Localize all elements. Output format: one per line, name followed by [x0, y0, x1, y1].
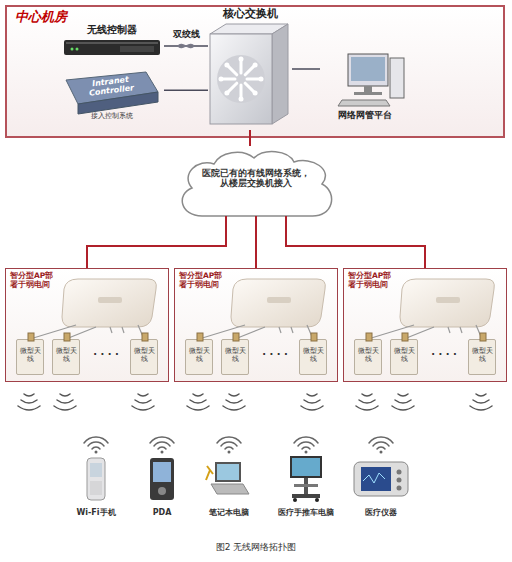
terminal-device: 医疗手推车电脑 — [266, 436, 346, 532]
antenna-box: 微型天线 — [185, 339, 213, 375]
dev-art — [348, 436, 414, 532]
terminal-device: Wi-Fi手机 — [66, 436, 126, 532]
node-label: 微型天线 — [131, 347, 157, 363]
ellipsis-label: · · · · — [424, 349, 464, 361]
ap-zone-box: 智分型AP部署于弱电间微型天线微型天线微型天线· · · · — [174, 268, 338, 382]
antenna-box: 微型天线 — [299, 339, 327, 375]
node-label: 智分型AP部署于弱电间 — [179, 272, 229, 289]
network-cloud: 医院已有的有线网络系统，从楼层交换机接入 — [172, 146, 340, 218]
node-label: 微型天线 — [355, 347, 381, 363]
node-label: 微型天线 — [17, 347, 43, 363]
node-label: 微型天线 — [186, 347, 212, 363]
ellipsis-label: · · · · — [255, 349, 295, 361]
sw-art — [208, 8, 292, 130]
management-pc: 网络网管平台 — [320, 50, 410, 128]
node-label: 笔记本电脑 — [196, 508, 262, 517]
terminal-device: 笔记本电脑 — [196, 436, 262, 532]
terminal-device: PDA — [132, 436, 192, 532]
node-label: 微型天线 — [469, 347, 495, 363]
antenna-box: 微型天线 — [52, 339, 80, 375]
terminal-device: 医疗仪器 — [348, 436, 414, 532]
node-label: 核心交换机 — [208, 8, 292, 21]
node-label: 微型天线 — [53, 347, 79, 363]
dev-art — [132, 436, 192, 532]
connector-line — [286, 216, 425, 268]
node-label: PDA — [132, 508, 192, 517]
antenna-box: 微型天线 — [390, 339, 418, 375]
antenna-box: 微型天线 — [354, 339, 382, 375]
node-label: 微型天线 — [391, 347, 417, 363]
node-label: 医疗仪器 — [348, 508, 414, 517]
edge-label: 双绞线 — [162, 29, 210, 39]
node-label: 微型天线 — [222, 347, 248, 363]
antenna-box: 微型天线 — [130, 339, 158, 375]
connector-line — [255, 216, 257, 268]
node-label: 医院已有的有线网络系统，从楼层交换机接入 — [198, 168, 314, 189]
core-switch: 核心交换机 — [208, 8, 292, 130]
antenna-box: 微型天线 — [468, 339, 496, 375]
node-label: 网络网管平台 — [320, 110, 410, 120]
dev-art — [66, 436, 126, 532]
figure-caption: 图2 无线网络拓扑图 — [0, 542, 512, 552]
node-label: 无线控制器 — [60, 24, 164, 36]
node-label: 智分型AP部署于弱电间 — [348, 272, 398, 289]
node-label: 医疗手推车电脑 — [266, 508, 346, 517]
node-label: Wi-Fi手机 — [66, 508, 126, 517]
room-box: 中心机房无线控制器 核心交换机 Intranet Controller接入控制系统网… — [5, 5, 505, 138]
ap-zone-box: 智分型AP部署于弱电间微型天线微型天线微型天线· · · · — [5, 268, 169, 382]
antenna-box: 微型天线 — [221, 339, 249, 375]
node-sublabel: 接入控制系统 — [60, 112, 164, 120]
node-label: 中心机房 — [15, 10, 67, 25]
controller-device: 无线控制器 — [60, 22, 164, 62]
connector-line — [87, 216, 226, 268]
antenna-box: 微型天线 — [16, 339, 44, 375]
access-controller: Intranet Controller接入控制系统 — [60, 70, 164, 126]
node-label: 微型天线 — [300, 347, 326, 363]
node-label: 智分型AP部署于弱电间 — [10, 272, 60, 289]
dev-art — [266, 436, 346, 532]
dev-art — [196, 436, 262, 532]
ap-zone-box: 智分型AP部署于弱电间微型天线微型天线微型天线· · · · — [343, 268, 507, 382]
ellipsis-label: · · · · — [86, 349, 126, 361]
